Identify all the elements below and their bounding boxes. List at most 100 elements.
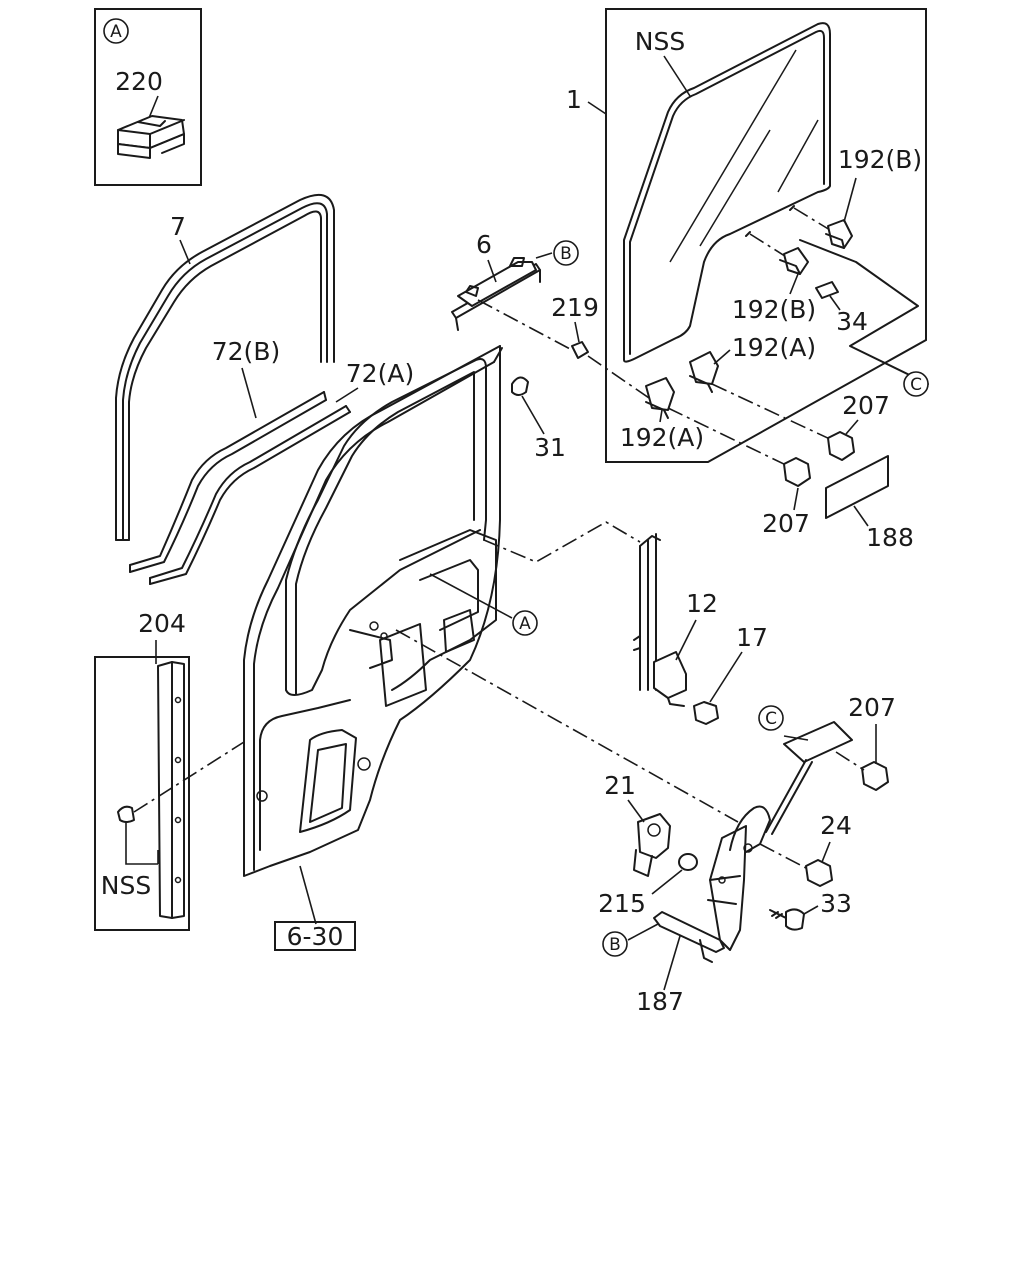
part-220-clip xyxy=(117,115,185,159)
part-192a-right: 192(A) xyxy=(689,333,833,441)
part-6-dash xyxy=(477,299,573,351)
part-31-bumper: 31 xyxy=(511,376,566,462)
part-192a-left: 192(A) xyxy=(620,377,789,467)
part-c-bracket: C xyxy=(758,705,853,835)
part-220-leader xyxy=(148,95,159,119)
part-188-label: 188 xyxy=(866,523,914,552)
part-1-leader xyxy=(587,101,607,115)
regulator-dash xyxy=(395,629,739,823)
part-188-sheet: 188 xyxy=(825,455,914,552)
glass-panel: 1 NSS C xyxy=(566,8,929,463)
part-215-label: 215 xyxy=(598,889,646,918)
part-219-clip: 219 xyxy=(551,293,653,401)
part-24-dash xyxy=(759,843,807,869)
part-21-label: 21 xyxy=(604,771,636,800)
inset-204-frame xyxy=(94,656,190,931)
part-33-screw: 33 xyxy=(769,889,852,931)
ref-a-circle xyxy=(103,18,129,44)
part-12-label: 12 xyxy=(686,589,718,618)
part-7-leader xyxy=(179,239,191,265)
part-72b-label: 72(B) xyxy=(212,337,280,366)
part-219-leader xyxy=(574,321,580,343)
part-72b-leader xyxy=(241,367,257,419)
part-12-dash xyxy=(483,521,641,563)
part-192a-left-label: 192(A) xyxy=(620,423,704,452)
part-12-rail: 12 xyxy=(483,521,718,707)
glass-dash-b1 xyxy=(749,233,789,259)
part-7-weatherstrip: 7 xyxy=(115,193,335,541)
part-188-leader xyxy=(853,505,869,527)
door-panel: 6-30 xyxy=(243,345,503,951)
glass-panel-frame xyxy=(605,8,927,463)
ref-c-lower-leader xyxy=(783,735,809,741)
part-204-label: 204 xyxy=(138,609,186,638)
part-187-regulator: B 187 xyxy=(602,805,771,1016)
part-12-leader xyxy=(675,619,697,661)
part-24-label: 24 xyxy=(820,811,852,840)
ref-b-circle-top xyxy=(553,240,579,266)
part-192a-right-leader xyxy=(713,349,731,365)
ref-a-door-circle xyxy=(512,610,538,636)
glass-dash-b2 xyxy=(793,207,831,231)
glass-nss-leader xyxy=(663,55,691,97)
part-72a-label: 72(A) xyxy=(346,359,414,388)
ref-b-label-lower: B xyxy=(609,935,621,955)
inset-204: 204 NSS xyxy=(94,609,245,931)
part-17-label: 17 xyxy=(736,623,768,652)
part-33-leader xyxy=(803,905,819,915)
part-220-label: 220 xyxy=(115,67,163,96)
part-204-nss-label: NSS xyxy=(101,871,151,900)
door-ref-box xyxy=(274,921,356,951)
ref-a-label: A xyxy=(110,22,122,42)
part-207-left: 207 xyxy=(762,457,811,538)
part-187-label: 187 xyxy=(636,987,684,1016)
part-192b-mid-label: 192(B) xyxy=(732,295,816,324)
part-207-left-leader xyxy=(793,487,799,511)
part-34-label: 34 xyxy=(836,307,868,336)
part-192b-top-label: 192(B) xyxy=(838,145,922,174)
door-ref-label: 6-30 xyxy=(287,922,344,951)
ref-b-leader xyxy=(535,252,553,259)
part-192b-mid-leader xyxy=(789,273,799,295)
part-34-leader xyxy=(829,295,841,311)
glass-nss-label: NSS xyxy=(635,27,685,56)
part-187-leader xyxy=(663,935,681,991)
ref-c-circle-lower xyxy=(758,705,784,731)
part-192b-mid: 192(B) xyxy=(732,247,816,324)
part-192a-left-leader xyxy=(659,409,663,423)
part-215-washer: 215 xyxy=(598,853,698,918)
ref-c-circle-top xyxy=(903,371,929,397)
part-207-lower: 207 xyxy=(835,693,896,791)
part-6-guide: 6 B xyxy=(451,230,579,351)
part-21-motor: 21 xyxy=(604,771,671,877)
part-6-label: 6 xyxy=(476,230,492,259)
ref-b-circle-lower xyxy=(602,931,628,957)
part-192b-top-leader xyxy=(843,177,857,223)
part-31-leader xyxy=(521,395,545,435)
ref-a-door-leader xyxy=(429,573,513,619)
ref-b-label-top: B xyxy=(560,244,572,264)
part-31-label: 31 xyxy=(534,433,566,462)
inset-a: A 220 xyxy=(94,8,202,186)
part-34-spacer: 34 xyxy=(815,281,868,336)
part-192a-left-dash xyxy=(667,407,789,467)
part-72-moldings: 72(B) 72(A) xyxy=(129,337,414,585)
part-33-label: 33 xyxy=(820,889,852,918)
part-1-label: 1 xyxy=(566,85,582,114)
part-192a-right-dash xyxy=(711,383,833,441)
part-24-bolt: 24 xyxy=(759,811,852,887)
part-215-leader xyxy=(651,869,683,895)
door-ref-leader xyxy=(299,865,317,925)
part-207-right-label: 207 xyxy=(842,391,890,420)
part-7-label: 7 xyxy=(170,212,186,241)
ref-b-lower-leader xyxy=(627,923,659,941)
part-207-lower-dash xyxy=(835,751,865,771)
part-17-leader xyxy=(709,651,743,703)
part-192b-top: 192(B) xyxy=(825,145,922,249)
ref-c-label-top: C xyxy=(910,375,922,395)
part-6-leader xyxy=(487,259,497,283)
part-192a-right-label: 192(A) xyxy=(732,333,816,362)
part-21-leader xyxy=(627,799,645,823)
part-17-bolt: 17 xyxy=(693,623,768,725)
